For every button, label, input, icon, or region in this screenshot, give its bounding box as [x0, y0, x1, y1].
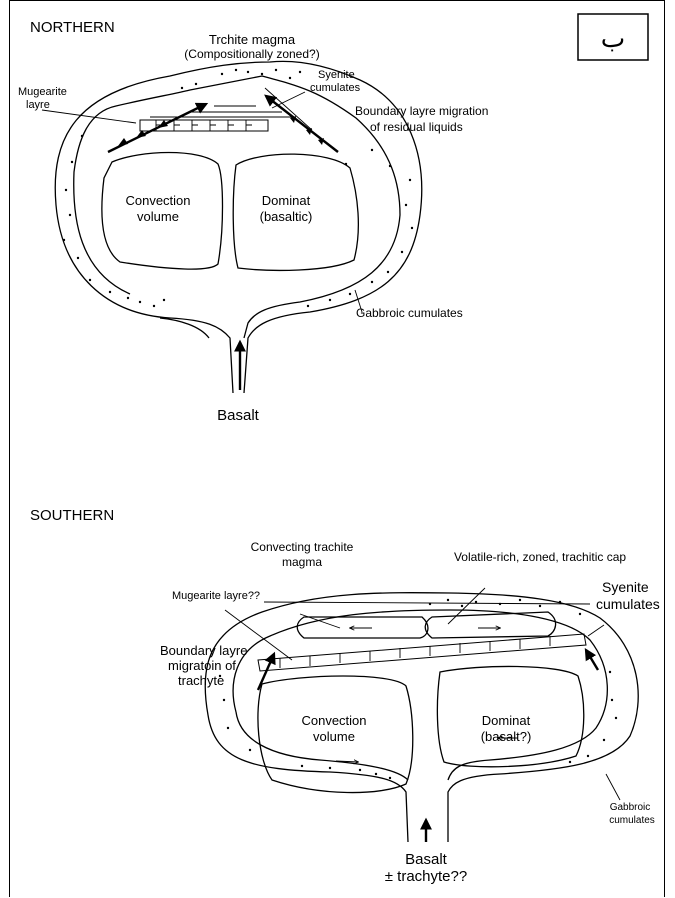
northern-heading: NORTHERN: [30, 19, 115, 36]
southern-chamber-outer: [205, 593, 638, 842]
southern-gabbroic-leader: [606, 774, 620, 800]
northern-trachyte-label-2: (Compositionally zoned?): [184, 47, 319, 61]
northern-syenite-label-1: Syenite: [318, 69, 355, 81]
northern-boundary-line-right: [265, 88, 312, 130]
northern-mugearite-label-2: layre: [26, 99, 50, 111]
southern-boundary-label-3: trachyte: [178, 673, 224, 688]
southern-chamber-inner: [233, 610, 607, 780]
northern-boundary-label-2: of residual liquids: [370, 120, 463, 134]
northern-convection-label-1: Convection: [125, 193, 190, 208]
southern-basalt-label-2: ± trachyte??: [385, 868, 467, 885]
southern-panel: SOUTHERN: [30, 507, 660, 885]
southern-gabbroic-label-1: Gabbroic: [610, 802, 651, 813]
panel-marker-box: ب: [578, 14, 648, 60]
northern-mugearite-label-1: Mugearite: [18, 86, 67, 98]
northern-gabbroic-label: Gabbroic cumulates: [356, 306, 463, 320]
northern-basalt-label: Basalt: [217, 407, 260, 424]
southern-syenite-label-1: Syenite: [602, 579, 649, 595]
southern-convecting-label-2: magma: [282, 555, 322, 569]
southern-convecting-leader: [300, 614, 340, 628]
northern-chamber-inner: [160, 318, 209, 338]
northern-chamber-inner: [74, 76, 400, 338]
southern-dominat-label-2: (basalt?): [481, 729, 532, 744]
southern-mugearite-layer: [258, 634, 586, 671]
southern-heading: SOUTHERN: [30, 507, 114, 524]
southern-volatile-label: Volatile-rich, zoned, trachitic cap: [454, 550, 626, 564]
southern-mugearite-hatching: [280, 636, 550, 668]
northern-mugearite-layer: [140, 120, 268, 131]
southern-convecting-label-1: Convecting trachite: [251, 540, 354, 554]
northern-syenite-leader: [272, 92, 305, 108]
southern-syenite-label-2: cumulates: [596, 596, 660, 612]
northern-dominat-label-1: Dominat: [262, 193, 311, 208]
northern-mugearite-leader: [42, 110, 136, 123]
northern-flow-barbs-right: [290, 116, 324, 145]
southern-basalt-label-1: Basalt: [405, 851, 448, 868]
northern-boundary-arrow-right: [266, 96, 338, 152]
southern-boundary-label-1: Boundary layre: [160, 643, 247, 658]
southern-dominat-label-1: Dominat: [482, 713, 531, 728]
northern-boundary-label-1: Boundary layre migration: [355, 104, 488, 118]
southern-convection-label-2: volume: [313, 729, 355, 744]
southern-mugearite-label: Mugearite layre??: [172, 590, 260, 602]
northern-trachyte-label-1: Trchite magma: [209, 32, 296, 47]
southern-trachytic-cap-cell: [425, 612, 555, 638]
northern-flow-barbs-left: [118, 120, 168, 146]
southern-convection-label-1: Convection: [301, 713, 366, 728]
northern-convection-label-2: volume: [137, 209, 179, 224]
northern-syenite-label-2: cumulates: [310, 82, 361, 94]
southern-syenite-leader: [588, 625, 604, 636]
northern-dominat-label-2: (basaltic): [260, 209, 313, 224]
panel-marker: ب: [601, 23, 625, 53]
northern-panel: NORTHERN: [18, 19, 488, 424]
southern-boundary-arrow-right: [586, 650, 598, 670]
southern-boundary-label-2: migratoin of: [168, 658, 236, 673]
southern-gabbroic-label-2: cumulates: [609, 815, 655, 826]
southern-cap-line: [264, 602, 590, 604]
